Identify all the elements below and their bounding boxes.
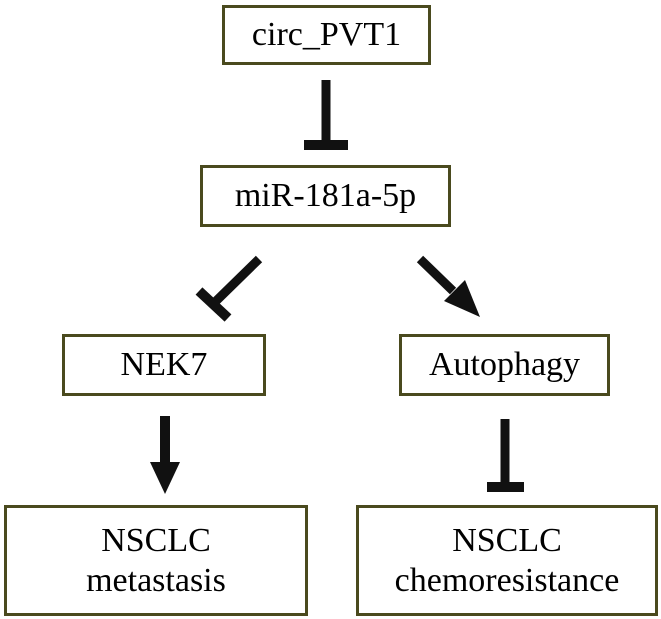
node-metastasis-line1: NSCLC <box>101 522 211 560</box>
node-autophagy-label: Autophagy <box>428 346 581 384</box>
node-mir-181a-5p: miR-181a-5p <box>200 165 451 227</box>
node-chemoresistance-line1: NSCLC <box>452 522 562 560</box>
inhibition-edge-mir-to-nek7 <box>195 255 263 322</box>
activation-edge-nek7-to-metastasis <box>150 416 180 494</box>
node-circ-pvt1-label: circ_PVT1 <box>251 16 402 54</box>
node-chemoresistance-line2: chemoresistance <box>394 561 620 599</box>
node-nek7: NEK7 <box>62 334 266 396</box>
node-autophagy: Autophagy <box>399 334 610 396</box>
node-circ-pvt1: circ_PVT1 <box>222 5 431 65</box>
activation-edge-mir-to-autophagy <box>416 255 480 317</box>
node-nsclc-metastasis: NSCLC metastasis <box>4 505 308 616</box>
node-nsclc-chemoresistance: NSCLC chemoresistance <box>356 505 658 616</box>
node-nek7-label: NEK7 <box>120 346 208 384</box>
node-metastasis-line2: metastasis <box>86 561 226 599</box>
inhibition-edge-circ-to-mir <box>304 80 348 150</box>
inhibition-edge-autophagy-to-chemoresistance <box>487 419 524 492</box>
node-mir-181a-5p-label: miR-181a-5p <box>234 177 417 215</box>
